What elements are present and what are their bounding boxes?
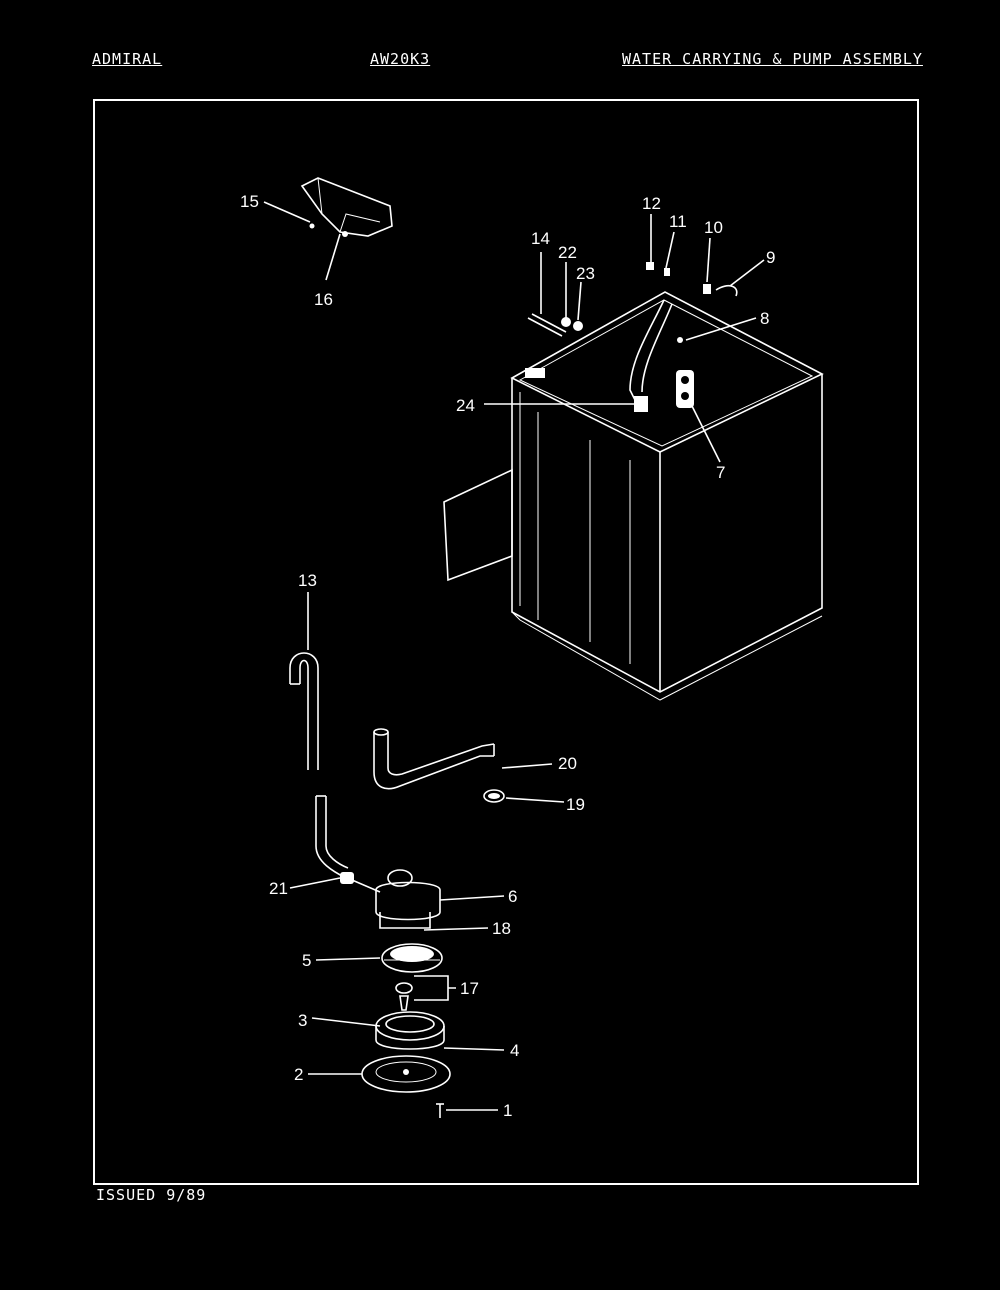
drain-hose-part [289,652,349,879]
callout-20: 20 [558,754,577,773]
cabinet-part [443,262,824,701]
callout-6: 6 [508,887,517,906]
callout-13: 13 [298,571,317,590]
callout-19: 19 [566,795,585,814]
callout-12: 12 [642,194,661,213]
diagram-border [93,99,919,1185]
callout-4: 4 [510,1041,519,1060]
leader-lines [263,201,765,1111]
callout-3: 3 [298,1011,307,1030]
callout-7: 7 [716,463,725,482]
pump-assembly-part [340,869,451,1118]
callout-14: 14 [531,229,550,248]
callout-8: 8 [760,309,769,328]
model-header: AW20K3 [370,50,431,68]
callout-1: 1 [503,1101,512,1120]
pump-hose-part [373,728,505,803]
section-header: WATER CARRYING & PUMP ASSEMBLY [622,50,923,68]
callout-10: 10 [704,218,723,237]
callout-16: 16 [314,290,333,309]
callout-22: 22 [558,243,577,262]
callout-24: 24 [456,396,475,415]
callout-2: 2 [294,1065,303,1084]
brand-header: ADMIRAL [92,50,163,68]
callout-17: 17 [460,979,479,998]
issued-date: ISSUED 9/89 [96,1186,207,1204]
callout-labels: 15 16 14 22 23 12 11 10 9 8 7 24 13 20 1… [240,192,775,1120]
callout-15: 15 [240,192,259,211]
callout-9: 9 [766,248,775,267]
callout-21: 21 [269,879,288,898]
callout-11: 11 [669,212,687,231]
callout-5: 5 [302,951,311,970]
bracket-part [300,177,393,237]
callout-18: 18 [492,919,511,938]
callout-23: 23 [576,264,595,283]
